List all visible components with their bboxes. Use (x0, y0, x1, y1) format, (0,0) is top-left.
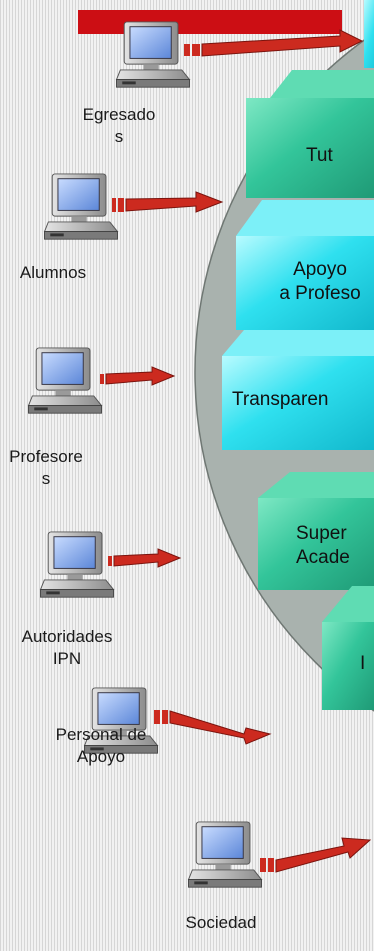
arrow-personal (154, 710, 272, 745)
actor-label-autoridades: Autoridades IPN (21, 627, 113, 668)
actor-label-profesores: Profesore s (9, 447, 83, 488)
arrow-sociedad (260, 837, 372, 873)
actor-label-sociedad: Sociedad (185, 913, 257, 932)
computer-icon (188, 821, 262, 888)
box-label-tutorias: Tut (306, 145, 333, 166)
computer-icon (44, 173, 118, 240)
computer-icon (40, 531, 114, 598)
box-top-sliver (364, 0, 374, 68)
arrow-alumnos (112, 191, 224, 213)
top-banner (78, 10, 342, 34)
box-label-transparencia: Transparen (232, 389, 329, 410)
box-supervision (258, 472, 374, 590)
box-label-apoyo: Apoyo a Profeso (279, 259, 361, 304)
box-tutorias (246, 70, 374, 198)
box-apoyo (236, 200, 374, 330)
arrow-profesores (100, 366, 176, 386)
box-label-supervision: Super Acade (296, 523, 350, 568)
actor-label-egresados: Egresado s (82, 105, 156, 146)
actor-label-personal: Personal de Apoyo (55, 725, 147, 766)
box-label-bottom: I (360, 653, 366, 674)
computer-icon (28, 347, 102, 414)
arrow-autoridades (108, 548, 182, 568)
box-transparencia (222, 330, 374, 450)
actor-label-alumnos: Alumnos (19, 263, 87, 282)
box-bottom (322, 586, 374, 710)
arrow-egresados (184, 29, 364, 57)
